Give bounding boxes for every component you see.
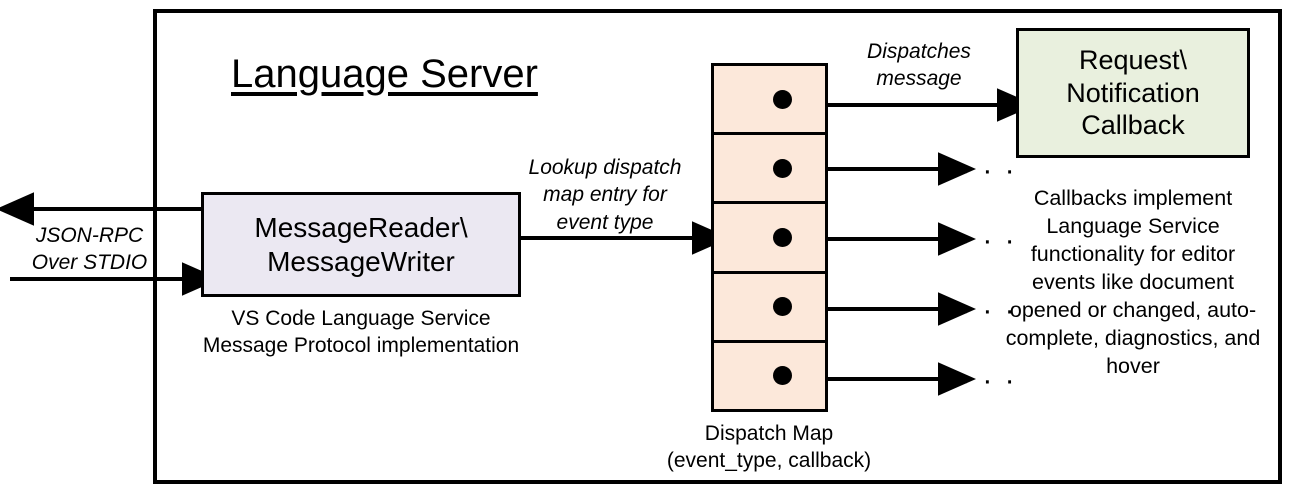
message-reader-line: MessageReader\ [254, 212, 468, 244]
message-reader-writer-box[interactable]: MessageReader\ MessageWriter [201, 192, 521, 297]
dispatch-map-row[interactable] [714, 135, 825, 205]
ellipsis-row-2: · · · [960, 154, 1017, 187]
dispatch-map-row[interactable] [714, 343, 825, 409]
message-writer-line: MessageWriter [267, 245, 455, 277]
language-server-container [153, 9, 1282, 484]
dispatch-map-caption: Dispatch Map (event_type, callback) [629, 421, 909, 475]
edge-label-jsonrpc-line2: Over STDIO [31, 251, 148, 275]
dispatch-map-row[interactable] [714, 204, 825, 274]
callback-line1: Request\ [1078, 45, 1188, 76]
edge-label-dispatches-line1: Dispatches [867, 40, 971, 63]
ellipsis-row-4: · · · [960, 294, 1017, 327]
ellipsis-row-5: · · · [960, 364, 1017, 397]
dispatch-map-caption-line1: Dispatch Map [704, 422, 834, 445]
dispatch-map-caption-line2: (event_type, callback) [666, 448, 872, 472]
ellipsis-row-3: · · · [960, 224, 1017, 257]
edge-label-dispatches: Dispatches message [828, 38, 1010, 93]
callback-line2: Notification [1066, 77, 1200, 108]
dispatch-map-row[interactable] [714, 274, 825, 343]
edge-label-lookup-line1: Lookup dispatch [528, 156, 682, 179]
entry-dot-icon [773, 297, 793, 317]
edge-label-lookup-line3: event type [556, 210, 654, 234]
entry-dot-icon [773, 158, 793, 178]
edge-label-jsonrpc-line1: JSON-RPC [35, 224, 144, 247]
edge-label-lookup-line2: map entry for [543, 183, 667, 207]
request-notification-callback-label: Request\ Notification Callback [1066, 44, 1200, 141]
edge-label-lookup: Lookup dispatch map entry for event type [510, 154, 700, 236]
edge-label-dispatches-line2: message [876, 67, 962, 91]
message-reader-caption-line2: Message Protocol implementation [202, 333, 520, 357]
edge-label-jsonrpc: JSON-RPC Over STDIO [22, 222, 157, 277]
callback-line3: Callback [1081, 110, 1185, 141]
entry-dot-icon [773, 89, 793, 109]
diagram-title: Language Server [231, 52, 538, 96]
entry-dot-icon [773, 366, 793, 386]
message-reader-caption: VS Code Language Service Message Protoco… [181, 306, 541, 360]
request-notification-callback-box[interactable]: Request\ Notification Callback [1016, 28, 1250, 158]
message-reader-writer-label: MessageReader\ MessageWriter [254, 211, 467, 277]
message-reader-caption-line1: VS Code Language Service [231, 307, 491, 330]
entry-dot-icon [773, 228, 793, 247]
dispatch-map-row[interactable] [714, 66, 825, 136]
dispatch-map-table[interactable] [711, 63, 828, 412]
callback-caption: Callbacks implement Language Service fun… [1005, 186, 1261, 378]
